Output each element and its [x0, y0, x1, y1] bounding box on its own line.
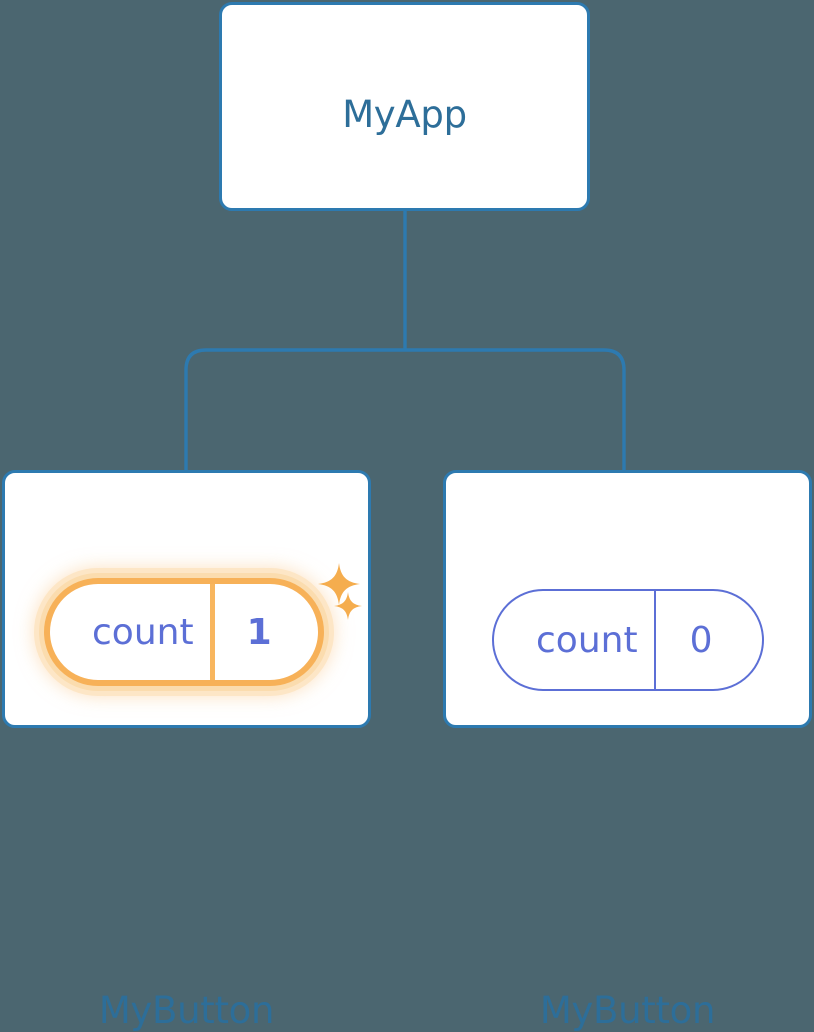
- node-label-myapp: MyApp: [342, 93, 467, 136]
- node-label-mybutton-right: MyButton: [539, 989, 716, 1032]
- state-key-left: count: [92, 611, 194, 653]
- node-label-mybutton-left: MyButton: [98, 989, 275, 1032]
- state-key-right: count: [536, 619, 638, 661]
- state-value-left: 1: [209, 584, 304, 680]
- state-pill-right[interactable]: count 0: [492, 589, 764, 691]
- state-pill-left[interactable]: count 1: [44, 578, 324, 686]
- connector-bracket: [184, 348, 626, 470]
- node-card-myapp[interactable]: MyApp: [219, 2, 590, 211]
- state-value-right: 0: [653, 591, 747, 689]
